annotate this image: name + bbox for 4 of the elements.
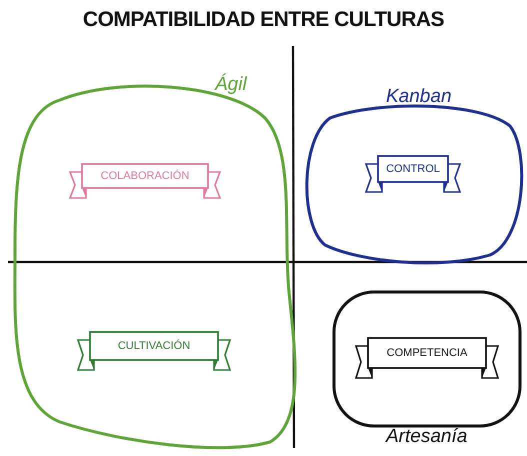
diagram-title: COMPATIBILIDAD ENTRE CULTURAS [82,8,446,32]
cluster-label: Ágil [215,74,247,96]
cluster-label: Kanban [386,86,452,108]
cluster-label: Artesanía [386,426,468,448]
